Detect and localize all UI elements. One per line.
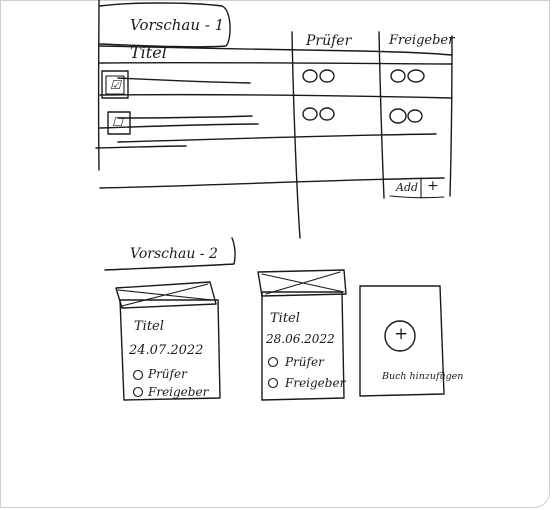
row1-checkbox-glyph[interactable]: ☑ — [110, 78, 121, 92]
add-underline — [389, 195, 445, 199]
column-approver: Freigeber — [389, 33, 455, 48]
column-divider-3 — [449, 35, 453, 197]
column-divider-2 — [378, 31, 385, 199]
card2-approver-marker — [267, 377, 279, 389]
card2-reviewer: Prüfer — [285, 355, 324, 369]
add-row-plus-icon[interactable]: + — [427, 178, 439, 194]
row1-reviewer-icon — [302, 69, 335, 83]
card3-outline[interactable] — [359, 285, 445, 397]
row-divider-1 — [99, 93, 453, 99]
card1-image-x2 — [121, 283, 209, 307]
card2-outline[interactable] — [261, 291, 345, 401]
card2-title: Titel — [270, 311, 300, 326]
header-tab-outline — [99, 2, 231, 48]
card2-image-x2 — [265, 271, 341, 295]
card2-image-box — [257, 269, 347, 297]
section2-title: Vorschau - 2 — [130, 246, 218, 262]
row1-line — [117, 77, 251, 84]
section2-tab-outline — [104, 237, 236, 271]
column-title: Titel — [130, 43, 167, 62]
card1-approver-marker — [132, 386, 144, 398]
card1-outline[interactable] — [119, 299, 221, 401]
column-reviewer: Prüfer — [306, 33, 352, 49]
card1-reviewer-marker — [132, 369, 144, 381]
card2-reviewer-marker — [267, 356, 279, 368]
card1-reviewer: Prüfer — [148, 367, 187, 381]
card3-plus-circle[interactable] — [384, 320, 416, 352]
row2-checkbox-glyph[interactable]: ☐ — [112, 115, 123, 129]
card1-title: Titel — [134, 319, 164, 334]
column-divider-1 — [291, 31, 301, 239]
card2-approver: Freigeber — [285, 376, 346, 390]
add-book-label[interactable]: Buch hinzufügen — [382, 371, 464, 382]
row2-line — [117, 115, 253, 119]
row1-approver-icon — [390, 69, 425, 83]
row-divider-2 — [95, 145, 187, 149]
card1-date: 24.07.2022 — [129, 343, 204, 358]
section1-title: Vorschau - 1 — [130, 16, 225, 34]
row2-long-line — [117, 133, 437, 143]
header-line — [99, 45, 453, 56]
table-bottom-line — [99, 177, 445, 189]
card2-date: 28.06.2022 — [266, 332, 335, 346]
row2-reviewer-icon — [302, 107, 335, 121]
row1-checkbox-inner — [105, 75, 125, 95]
row2-approver-icon — [389, 108, 423, 124]
card1-approver: Freigeber — [148, 385, 209, 399]
add-book-plus-icon[interactable]: + — [394, 324, 409, 344]
header-bottom-line — [99, 61, 453, 65]
row1-checkbox-box[interactable] — [101, 70, 129, 99]
add-row-button[interactable]: Add — [396, 181, 419, 194]
row2-checkbox-box[interactable] — [107, 111, 131, 135]
row2-sub-line — [99, 123, 259, 129]
